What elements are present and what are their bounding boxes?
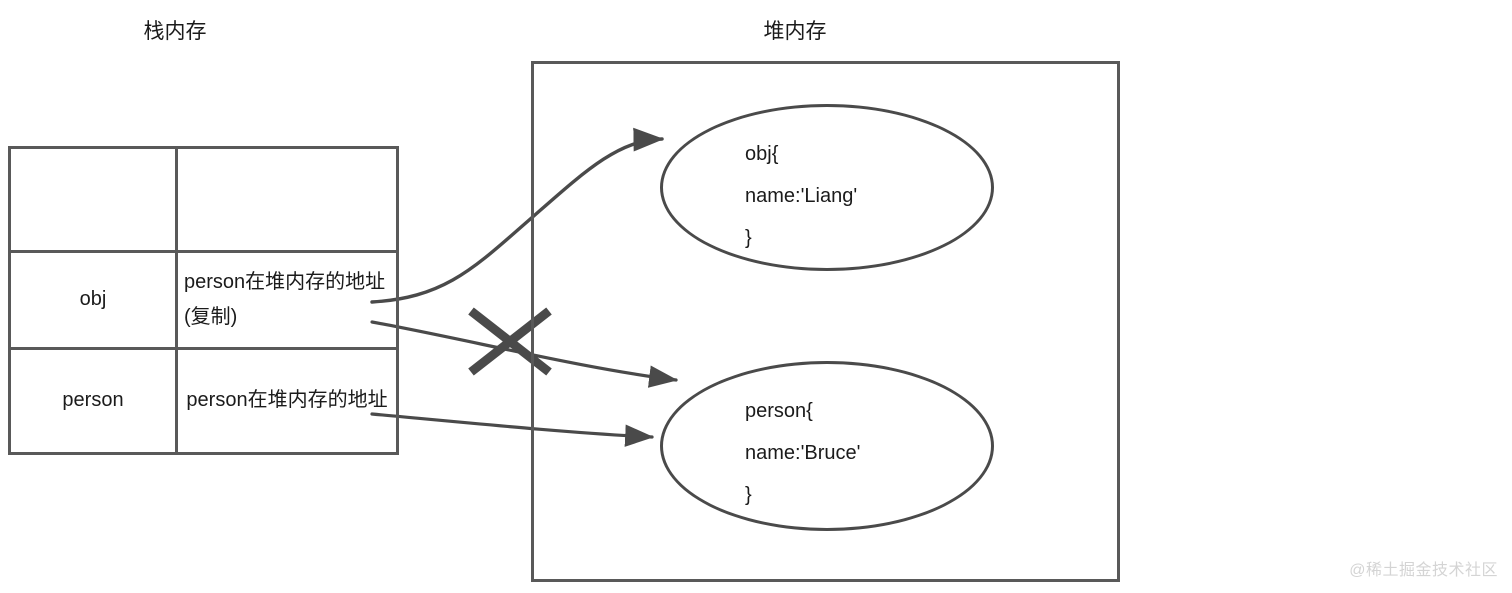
table-row: person person在堆内存的地址 (8, 346, 399, 456)
stack-slot-value-person: person在堆内存的地址 (175, 346, 399, 456)
stack-slot-value-obj: person在堆内存的地址 (复制) (175, 250, 399, 350)
person-heap-object-ellipse (660, 361, 994, 531)
stack-slot-value-empty (175, 145, 399, 254)
watermark-text: @稀土掘金技术社区 (1349, 562, 1498, 579)
person-to-person-heap-arrow (370, 412, 654, 447)
person-line-1: person{ (745, 400, 813, 422)
obj-heap-object-ellipse (660, 104, 994, 271)
person-line-2: name:'Bruce' (745, 442, 861, 464)
obj-line-3: } (745, 227, 752, 249)
obj-heap-object-text: obj{ name:'Liang' } (745, 133, 857, 259)
obj-to-obj-heap-arrow (370, 127, 665, 304)
invalid-reference-cross (468, 307, 552, 376)
obj-line-1: obj{ (745, 143, 779, 165)
stack-slot-key-empty (8, 145, 178, 254)
stack-memory-title: 栈内存 (143, 20, 207, 43)
heap-memory-box (531, 61, 1120, 582)
table-row: obj person在堆内存的地址 (复制) (8, 250, 399, 350)
table-row (8, 145, 399, 254)
stack-slot-key-person: person (8, 346, 178, 456)
stack-slot-key-obj: obj (8, 250, 178, 350)
obj-line-2: name:'Liang' (745, 185, 858, 207)
heap-memory-title: 堆内存 (763, 20, 827, 43)
person-heap-object-text: person{ name:'Bruce' } (745, 390, 860, 516)
stack-memory-table: obj person在堆内存的地址 (复制) person person在堆内存… (8, 145, 399, 456)
person-line-3: } (745, 484, 752, 506)
